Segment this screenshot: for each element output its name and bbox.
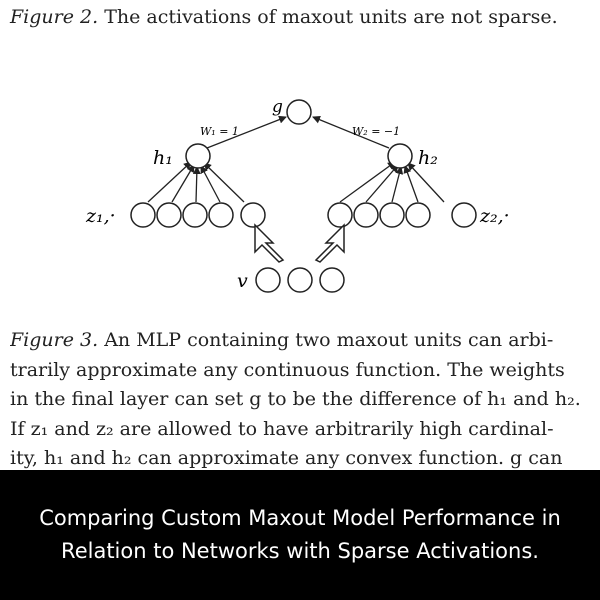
- w2-label: W₂ = −1: [352, 125, 400, 138]
- edges-z1-to-h1: [147, 161, 245, 203]
- caption-line: ity, h₁ and h₂ can approximate any conve…: [10, 447, 563, 469]
- z1-nodes: [130, 202, 266, 228]
- caption-line-text: An MLP containing two maxout units can a…: [98, 329, 554, 351]
- maxout-mlp-diagram: g W₁ = 1 W₂ = −1 h₁ h₂ z₁,· z₂,·: [85, 97, 510, 293]
- caption-line: trarily approximate any continuous funct…: [10, 358, 565, 381]
- paper-excerpt: Figure 2. The activations of maxout unit…: [10, 4, 595, 470]
- figure-2-caption: Figure 2. The activations of maxout unit…: [10, 4, 595, 30]
- arrow-v-to-z1: [254, 223, 285, 263]
- g-node: [286, 99, 312, 125]
- edge-h1-to-g: [206, 115, 287, 149]
- banner-line-1: Comparing Custom Maxout Model Performanc…: [39, 506, 561, 530]
- edge-h2-to-g: [312, 115, 390, 149]
- h2-label: h₂: [418, 147, 438, 169]
- caption-line: Figure 3. An MLP containing two maxout u…: [10, 326, 590, 356]
- banner-line-2: Relation to Networks with Sparse Activat…: [61, 539, 539, 563]
- figure-3-label: Figure 3.: [10, 329, 99, 351]
- edges-z2-to-h2: [339, 161, 445, 203]
- w1-label: W₁ = 1: [200, 125, 239, 138]
- g-label: g: [272, 97, 283, 117]
- h1-label: h₁: [153, 147, 173, 169]
- v-label: v: [237, 270, 248, 292]
- title-banner: Comparing Custom Maxout Model Performanc…: [0, 470, 600, 600]
- h2-node: [387, 143, 413, 169]
- z1-label: z₁,·: [85, 205, 116, 227]
- h1-node: [185, 143, 211, 169]
- arrow-v-to-z2: [314, 223, 345, 263]
- caption-line: in the final layer can set g to be the d…: [10, 388, 581, 410]
- z2-nodes: [327, 202, 477, 228]
- z2-label: z₂,·: [479, 205, 510, 227]
- v-nodes: [255, 267, 345, 293]
- figure-2-label: Figure 2.: [10, 6, 99, 28]
- caption-line: If z₁ and z₂ are allowed to have arbitra…: [10, 417, 554, 440]
- figure-2-text: The activations of maxout units are not …: [98, 6, 558, 28]
- figure-3-caption: Figure 3. An MLP containing two maxout u…: [10, 326, 590, 470]
